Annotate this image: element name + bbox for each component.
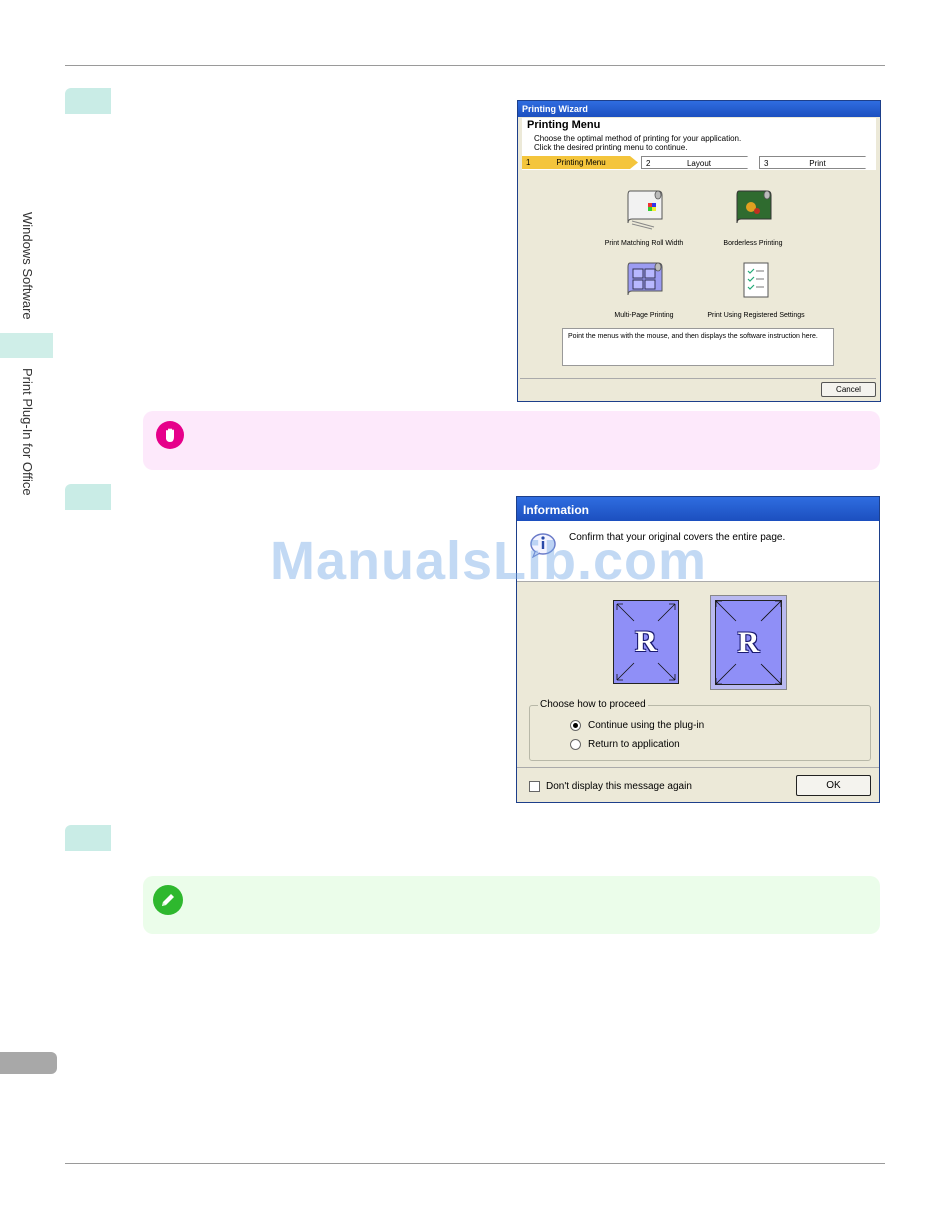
window-title: Printing Wizard xyxy=(518,101,880,117)
wizard-step-label: Print xyxy=(809,159,826,168)
corner-arrows-icon xyxy=(616,603,676,681)
side-tab-active xyxy=(0,333,53,358)
header-rule xyxy=(65,65,885,66)
wizard-step-number: 3 xyxy=(764,159,769,168)
wizard-description-line2: Click the desired printing menu to conti… xyxy=(534,143,688,152)
wizard-description-line1: Choose the optimal method of printing fo… xyxy=(534,134,742,143)
sheet-letter: R xyxy=(635,625,657,658)
sidebar-label-print-plugin: Print Plug-In for Office xyxy=(20,368,35,496)
wizard-header: Printing Menu Choose the optimal method … xyxy=(522,118,876,170)
option-borderless-printing[interactable]: Borderless Printing xyxy=(693,187,813,247)
group-label: Choose how to proceed xyxy=(538,699,648,710)
corner-arrows-icon xyxy=(716,601,781,684)
note-callout xyxy=(143,876,880,934)
borderless-preview-frame: R xyxy=(710,595,787,690)
option-label: Print Matching Roll Width xyxy=(604,240,684,247)
registered-settings-icon xyxy=(743,262,769,298)
important-hand-icon xyxy=(156,421,184,449)
roll-paper-icon xyxy=(627,190,663,230)
sheet-letter: R xyxy=(737,625,760,659)
radio-continue-plugin[interactable]: Continue using the plug-in xyxy=(570,720,704,731)
wizard-steps: 1 Printing Menu 2 Layout 3 Print xyxy=(522,156,876,169)
dialog-title: Information xyxy=(517,497,879,521)
dialog-separator xyxy=(517,767,879,768)
multi-page-icon xyxy=(627,262,663,296)
sidebar-label-windows-software: Windows Software xyxy=(20,212,35,320)
option-multi-page-printing[interactable]: Multi-Page Printing xyxy=(584,259,704,319)
wizard-description: Choose the optimal method of printing fo… xyxy=(534,134,741,152)
radio-button-selected[interactable] xyxy=(570,720,581,731)
info-balloon-icon xyxy=(530,533,556,558)
pencil-glyph xyxy=(162,894,174,906)
footer-rule xyxy=(65,1163,885,1164)
wizard-step-number: 2 xyxy=(646,159,651,168)
step-badge-1 xyxy=(65,88,111,114)
wizard-step-1: 1 Printing Menu xyxy=(522,156,638,169)
side-tab-windows xyxy=(0,180,53,333)
original-page-preview: R xyxy=(613,600,679,684)
information-dialog: Information Confirm that your original c… xyxy=(516,496,880,803)
wizard-separator xyxy=(520,378,876,379)
hand-glyph xyxy=(166,428,174,442)
step-badge-2 xyxy=(65,484,111,510)
page-number-tab xyxy=(0,1052,57,1074)
checkbox-label: Don't display this message again xyxy=(546,781,692,792)
dialog-message-area: Confirm that your original covers the en… xyxy=(517,521,879,582)
important-callout xyxy=(143,411,880,470)
radio-label: Return to application xyxy=(588,739,680,750)
wizard-step-3: 3 Print xyxy=(759,156,873,169)
printing-wizard-window: Printing Wizard Printing Menu Choose the… xyxy=(517,100,881,402)
ok-button[interactable]: OK xyxy=(796,775,871,796)
radio-return-application[interactable]: Return to application xyxy=(570,739,680,750)
wizard-hint-text: Point the menus with the mouse, and then… xyxy=(562,328,834,366)
radio-label: Continue using the plug-in xyxy=(588,720,705,731)
wizard-step-label: Layout xyxy=(686,159,712,168)
borderless-print-icon xyxy=(736,190,772,224)
radio-button[interactable] xyxy=(570,739,581,750)
option-label: Multi-Page Printing xyxy=(614,312,674,319)
note-pencil-icon xyxy=(153,885,183,915)
dont-display-checkbox-row[interactable]: Don't display this message again xyxy=(529,781,692,792)
step-badge-3 xyxy=(65,825,111,851)
proceed-options-group: Choose how to proceed Continue using the… xyxy=(529,699,871,761)
watermark: ManualsLib.com xyxy=(270,531,708,591)
option-label: Borderless Printing xyxy=(723,240,783,247)
option-print-using-registered-settings[interactable]: Print Using Registered Settings xyxy=(696,259,816,319)
dont-display-checkbox[interactable] xyxy=(529,781,540,792)
wizard-step-2: 2 Layout xyxy=(641,156,755,169)
wizard-step-label: Printing Menu xyxy=(556,158,606,167)
dialog-message: Confirm that your original covers the en… xyxy=(569,532,786,543)
option-print-matching-roll-width[interactable]: Print Matching Roll Width xyxy=(584,187,704,247)
wizard-step-number: 1 xyxy=(526,158,531,167)
cancel-button[interactable]: Cancel xyxy=(821,382,876,397)
borderless-page-preview: R xyxy=(715,600,782,685)
wizard-heading: Printing Menu xyxy=(527,119,601,131)
option-label: Print Using Registered Settings xyxy=(707,312,805,319)
